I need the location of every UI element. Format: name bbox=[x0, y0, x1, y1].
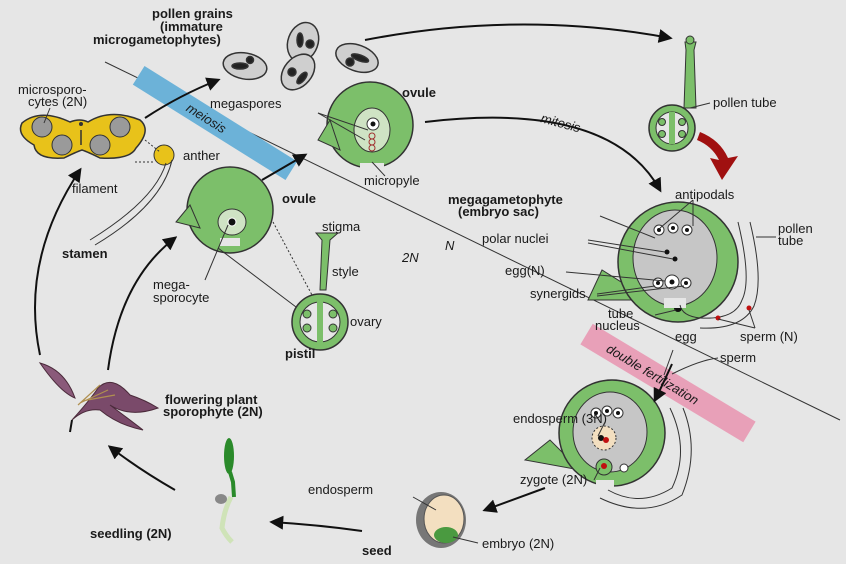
seed-label: seed bbox=[362, 543, 392, 558]
microsporocytes-label: microsporo- bbox=[18, 82, 87, 97]
anther-icon bbox=[89, 144, 175, 246]
tube-nucleus-label-2: nucleus bbox=[595, 318, 640, 333]
sperm-label: sperm bbox=[720, 350, 756, 365]
diploid-label: 2N bbox=[401, 250, 419, 265]
pollen-grains-label-3: microgametophytes) bbox=[93, 32, 221, 47]
seed-icon bbox=[416, 492, 466, 548]
megagametophyte-label-2: (embryo sac) bbox=[458, 204, 539, 219]
arrow-to-flower bbox=[107, 445, 176, 491]
ovule-megasporocyte bbox=[175, 166, 274, 254]
arrow-to-microsporocytes bbox=[34, 167, 82, 356]
synergids-label: synergids bbox=[530, 286, 586, 301]
megasporocyte-label-2: sporocyte bbox=[153, 290, 209, 305]
arrow-pollen-to-tube bbox=[364, 23, 673, 43]
egg-n-label: egg(N) bbox=[505, 263, 545, 278]
flowering-plant-label-2: sporophyte (2N) bbox=[163, 404, 263, 419]
flowering-plant-label: flowering plant bbox=[165, 392, 258, 407]
arrow-meiosis-micro bbox=[144, 77, 221, 119]
antipodals-label: antipodals bbox=[675, 187, 735, 202]
flower-icon bbox=[38, 362, 160, 433]
filament-label: filament bbox=[72, 181, 118, 196]
zygote-label: zygote (2N) bbox=[520, 472, 587, 487]
embryo-sac bbox=[587, 201, 759, 329]
arrow-to-fertilized bbox=[653, 363, 673, 403]
haploid-label: N bbox=[445, 238, 455, 253]
seedling-label: seedling (2N) bbox=[90, 526, 172, 541]
sperm-n-label: sperm (N) bbox=[740, 329, 798, 344]
microsporocytes-label-2: cytes (2N) bbox=[28, 94, 87, 109]
mitosis-label: mitosis bbox=[539, 110, 582, 135]
endosperm-3n-label: endosperm (3N) bbox=[513, 411, 607, 426]
cycle-arrows bbox=[34, 23, 673, 532]
pollen-grains bbox=[222, 21, 379, 91]
pollen-grains-label: pollen grains bbox=[152, 6, 233, 21]
seedling-icon bbox=[215, 438, 236, 544]
germinating-pollen-icon bbox=[648, 35, 697, 152]
arrow-meiosis-mega bbox=[261, 153, 308, 181]
stamen-label: stamen bbox=[62, 246, 108, 261]
pollen-tube-label-top: pollen tube bbox=[713, 95, 777, 110]
ovule-label-top: ovule bbox=[402, 85, 436, 100]
arrow-to-seedling bbox=[269, 515, 363, 532]
anther-label: anther bbox=[183, 148, 221, 163]
arrow-to-seed bbox=[482, 487, 546, 513]
stigma-label: stigma bbox=[322, 219, 361, 234]
pollen-tube-label-right: pollen bbox=[778, 221, 813, 236]
arrow-mitosis bbox=[424, 116, 662, 193]
ovary-label: ovary bbox=[350, 314, 382, 329]
micropyle-label: micropyle bbox=[364, 173, 420, 188]
ovule-megaspores bbox=[317, 81, 414, 171]
megasporocyte-label: mega- bbox=[153, 277, 190, 292]
style-label: style bbox=[332, 264, 359, 279]
polar-nuclei-label: polar nuclei bbox=[482, 231, 549, 246]
egg-label: egg bbox=[675, 329, 697, 344]
pollen-grains-label-2: (immature bbox=[160, 19, 223, 34]
arrow-to-ovule bbox=[107, 236, 178, 371]
tube-nucleus-label: tube bbox=[608, 306, 633, 321]
fertilized-ovule bbox=[523, 379, 692, 509]
pistil-label: pistil bbox=[285, 346, 315, 361]
red-arrow-icon bbox=[697, 132, 738, 180]
endosperm-label: endosperm bbox=[308, 482, 373, 497]
megagametophyte-label: megagametophyte bbox=[448, 192, 563, 207]
pollen-tube-label-right-2: tube bbox=[778, 233, 803, 248]
pistil-icon bbox=[291, 232, 349, 351]
microsporocytes-anther bbox=[19, 113, 146, 160]
megaspores-label: megaspores bbox=[210, 96, 282, 111]
embryo-label: embryo (2N) bbox=[482, 536, 554, 551]
ovule-label-mid: ovule bbox=[282, 191, 316, 206]
